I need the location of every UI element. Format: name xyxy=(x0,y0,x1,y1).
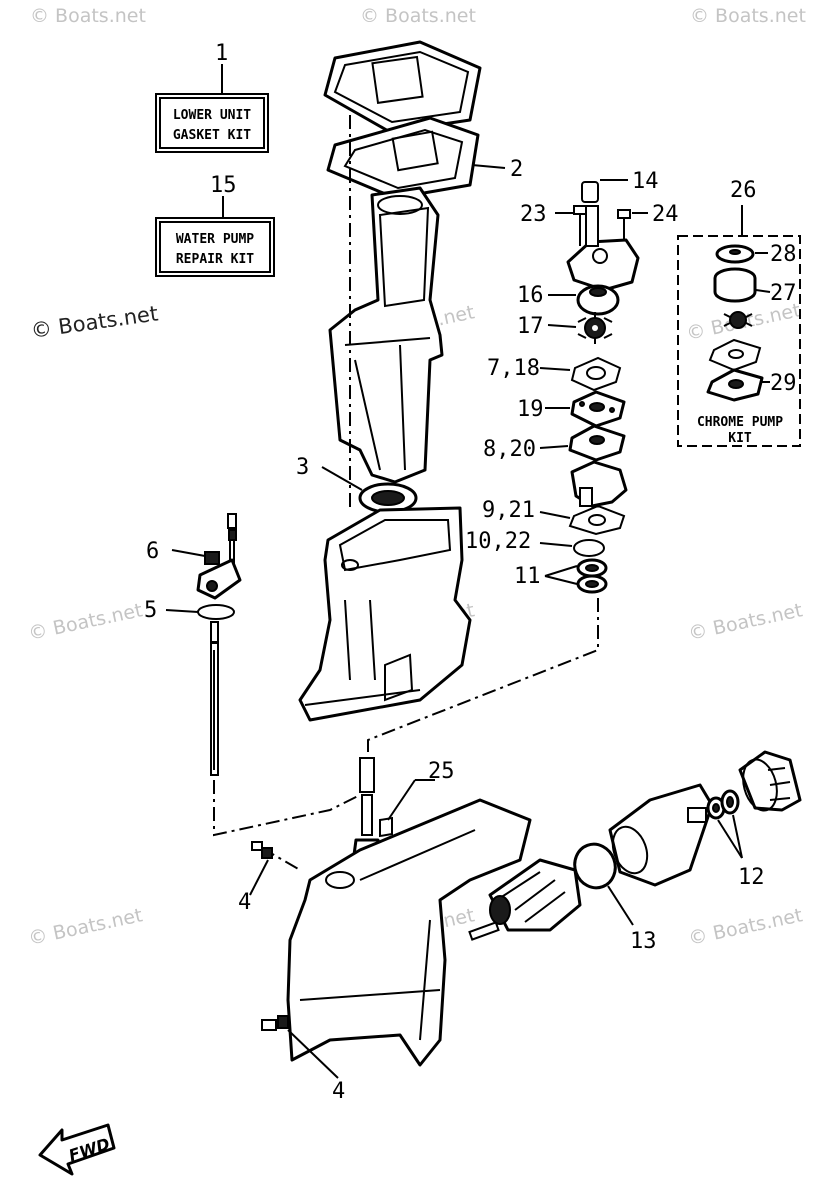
callout-5: 5 xyxy=(144,598,157,623)
watermark-11: © Boats.net xyxy=(686,904,804,950)
watermark-9: © Boats.net xyxy=(26,904,144,950)
callout-15: 15 xyxy=(210,173,237,198)
watermark-2: © Boats.net xyxy=(360,5,476,27)
water-pump-repair-kit-label: WATER PUMP REPAIR KIT 15 xyxy=(155,173,275,277)
watermark-dark: © Boats.net xyxy=(29,301,159,343)
oil-seals-12: 12 xyxy=(706,789,765,890)
callout-1: 1 xyxy=(215,41,228,66)
callout-4-upper: 4 xyxy=(238,890,251,915)
callout-16: 16 xyxy=(517,283,544,308)
thrust-housing xyxy=(738,750,802,812)
callout-12: 12 xyxy=(738,865,765,890)
lower-unit-kit-line2: GASKET KIT xyxy=(173,128,251,143)
upper-gasket-plate xyxy=(323,40,482,134)
callout-19: 19 xyxy=(517,397,544,422)
gasket-2: 2 xyxy=(326,116,523,200)
water-inlet-assembly: 6 5 xyxy=(144,513,242,776)
water-pump-parts: 14 23 24 16 17 7,18 xyxy=(465,169,679,594)
anode-25: 25 xyxy=(379,759,455,838)
chrome-pump-kit-line1: CHROME PUMP xyxy=(697,415,783,430)
fwd-arrow-icon: FWD xyxy=(38,1123,116,1176)
lower-unit-kit-line1: LOWER UNIT xyxy=(173,108,251,123)
watermark-3: © Boats.net xyxy=(690,5,806,27)
callout-7-18: 7,18 xyxy=(487,356,540,381)
drain-screws-4: 4 4 xyxy=(238,841,345,1104)
water-pump-kit-line2: REPAIR KIT xyxy=(176,252,254,267)
callout-6: 6 xyxy=(146,539,159,564)
callout-10-22: 10,22 xyxy=(465,529,531,554)
callout-4-lower: 4 xyxy=(332,1079,345,1104)
watermark-8: © Boats.net xyxy=(686,599,804,645)
callout-11: 11 xyxy=(514,564,541,589)
callout-2: 2 xyxy=(510,157,523,182)
callout-29: 29 xyxy=(770,371,797,396)
callout-13: 13 xyxy=(630,929,657,954)
upper-casing xyxy=(298,506,472,722)
bearing-housing xyxy=(608,783,714,887)
lower-gearcase xyxy=(286,798,532,1067)
callout-26: 26 xyxy=(730,178,757,203)
o-ring-13: 13 xyxy=(573,842,657,954)
callout-14: 14 xyxy=(632,169,659,194)
callout-9-21: 9,21 xyxy=(482,498,535,523)
chrome-pump-kit-line2: KIT xyxy=(728,431,752,446)
drive-shaft-housing xyxy=(328,186,444,484)
lower-unit-gasket-kit-label: LOWER UNIT GASKET KIT 1 xyxy=(155,41,269,153)
watermark-6: © Boats.net xyxy=(26,599,144,645)
chrome-pump-kit: 26 28 27 29 CHROME PUMP KIT xyxy=(677,178,801,447)
callout-23: 23 xyxy=(520,202,547,227)
callout-27: 27 xyxy=(770,281,797,306)
seal-3: 3 xyxy=(296,455,418,514)
impeller-17 xyxy=(577,312,613,344)
watermark-1: © Boats.net xyxy=(30,5,146,27)
propeller-shaft-assembly xyxy=(468,858,582,941)
callout-8-20: 8,20 xyxy=(483,437,536,462)
water-pump-kit-line1: WATER PUMP xyxy=(176,232,254,247)
callout-25: 25 xyxy=(428,759,455,784)
callout-28: 28 xyxy=(770,242,797,267)
callout-17: 17 xyxy=(517,314,544,339)
callout-24: 24 xyxy=(652,202,679,227)
callout-3: 3 xyxy=(296,455,309,480)
